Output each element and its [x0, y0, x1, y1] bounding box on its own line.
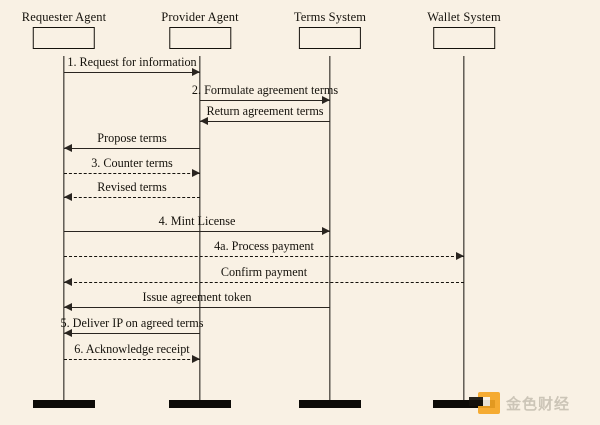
- arrowhead-left-icon: [64, 277, 72, 286]
- participant-label: Requester Agent: [21, 10, 107, 24]
- message-label: 2. Formulate agreement terms: [191, 83, 339, 97]
- message-label: Issue agreement token: [142, 290, 252, 304]
- participant-label: Provider Agent: [161, 10, 239, 24]
- arrowhead-left-icon: [64, 328, 72, 337]
- message-line: [64, 173, 200, 174]
- message-label: 6. Acknowledge receipt: [74, 342, 190, 356]
- footer-bar-terms: [299, 400, 361, 408]
- participant-wallet[interactable]: Wallet System: [427, 10, 501, 49]
- participant-box: [298, 27, 361, 49]
- participant-box: [33, 27, 95, 49]
- message-line: [64, 197, 200, 198]
- message-label: 1. Request for information: [67, 55, 197, 69]
- participant-box: [433, 27, 495, 49]
- arrowhead-right-icon: [192, 168, 200, 177]
- message-label: 3. Counter terms: [91, 156, 173, 170]
- message-line: [200, 121, 330, 122]
- message-line: [64, 72, 200, 73]
- lifeline-provider: [199, 56, 201, 400]
- arrowhead-right-icon: [192, 67, 200, 76]
- message-line: [64, 282, 464, 283]
- message-line: [64, 148, 200, 149]
- footer-bar-requester: [33, 400, 95, 408]
- message-label: 4. Mint License: [158, 214, 236, 228]
- watermark: 金色财经: [469, 392, 571, 414]
- arrowhead-right-icon: [322, 226, 330, 235]
- lifeline-wallet: [463, 56, 465, 400]
- arrowhead-right-icon: [192, 354, 200, 363]
- message-line: [64, 307, 330, 308]
- arrowhead-left-icon: [64, 302, 72, 311]
- arrowhead-right-icon: [456, 251, 464, 260]
- message-line: [64, 359, 200, 360]
- message-label: Revised terms: [97, 180, 167, 194]
- lifeline-terms: [329, 56, 331, 400]
- participant-provider[interactable]: Provider Agent: [161, 10, 239, 49]
- message-label: Return agreement terms: [206, 104, 324, 118]
- message-label: 4a. Process payment: [214, 239, 314, 253]
- message-line: [64, 256, 464, 257]
- message-line: [64, 231, 330, 232]
- jinse-logo-icon: [469, 392, 500, 414]
- message-line: [64, 333, 200, 334]
- arrowhead-left-icon: [200, 116, 208, 125]
- arrowhead-left-icon: [64, 192, 72, 201]
- message-label: Confirm payment: [220, 265, 308, 279]
- arrowhead-left-icon: [64, 143, 72, 152]
- participant-requester[interactable]: Requester Agent: [22, 10, 106, 49]
- participant-box: [169, 27, 231, 49]
- lifeline-requester: [63, 56, 65, 400]
- footer-bar-wallet: [433, 400, 495, 408]
- message-label: Propose terms: [97, 131, 167, 145]
- message-line: [200, 100, 330, 101]
- arrowhead-right-icon: [322, 95, 330, 104]
- watermark-text: 金色财经: [506, 394, 571, 413]
- participant-terms[interactable]: Terms System: [294, 10, 366, 49]
- participant-label: Wallet System: [427, 10, 501, 24]
- footer-bar-provider: [169, 400, 231, 408]
- participant-label: Terms System: [293, 10, 367, 24]
- message-label: 5. Deliver IP on agreed terms: [60, 316, 204, 330]
